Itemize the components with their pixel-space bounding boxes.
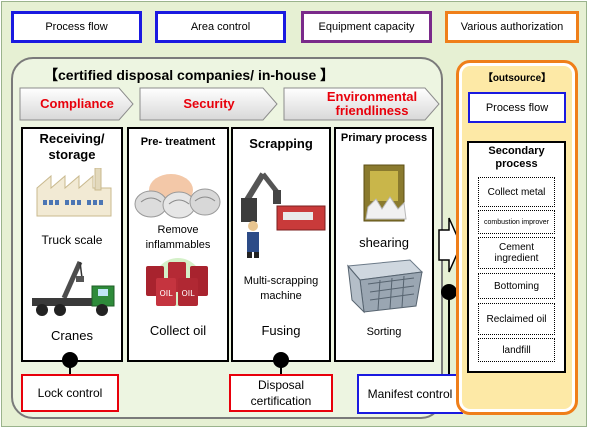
category-compliance-label: Compliance [40,96,114,111]
item-sorting: Sorting [366,326,402,338]
svg-text:OIL: OIL [181,289,195,298]
item-collect-oil: Collect oil [149,323,207,338]
disposal-certification-box: Disposal certification [229,374,333,412]
column-title: Scrapping [249,136,313,151]
column-receiving-storage [21,127,123,362]
category-arrow-security: Security [139,87,279,121]
secondary-item-label: Reclaimed oil [486,313,547,325]
outsource-process-flow-label: Process flow [485,101,549,114]
column-title: Primary process [340,132,428,144]
arrow-shape [19,87,134,121]
category-arrow-compliance: Compliance [19,87,135,121]
category-arrow-environmental: Environmental friendliness [283,87,441,121]
connector-dot [273,352,289,368]
lock-control-label: Lock control [37,386,103,400]
outsource-process-flow-box: Process flow [468,92,566,123]
inhouse-title: 【certified disposal companies/ in-house … [44,67,335,83]
item-truck-scale: Truck scale [41,233,103,247]
item-remove-inflammables: Remove inflammables [145,224,211,251]
flow-arrow-icon [438,217,462,273]
connector-line [448,295,450,376]
sorting-bin-icon [346,259,424,314]
secondary-item-label: Bottoming [493,280,540,292]
shearing-machine-icon [363,164,407,222]
svg-text:OIL: OIL [159,289,173,298]
secondary-item-label: landfill [502,344,531,356]
secondary-item-cement-ingredient: Cement ingredient [478,237,555,269]
oil-drums-icon: OIL OIL [146,258,208,306]
category-environmental-label: Environmental friendliness [326,89,418,118]
legend-various-authorization-label: Various authorization [460,21,564,33]
disposal-certification-label: Disposal certification [250,378,312,408]
legend-process-flow-label: Process flow [45,21,108,33]
connector-dot [62,352,78,368]
item-cranes: Cranes [51,328,93,343]
secondary-process-title: Secondary process [488,145,545,170]
legend-various-authorization: Various authorization [445,11,579,43]
arrow-shape [139,87,278,121]
secondary-item-combustion-improver: combustion improver [478,210,555,234]
column-title: Pre- treatment [140,136,216,148]
secondary-item-label: Cement ingredient [494,242,539,264]
item-fusing: Fusing [261,323,301,338]
column-title: Receiving/ storage [39,131,105,162]
manifest-control-box: Manifest control [357,374,463,414]
crane-truck-icon [32,260,115,316]
arrow-shape [283,87,440,121]
secondary-item-bottoming: Bottoming [478,273,555,299]
legend-process-flow: Process flow [11,11,142,43]
secondary-item-label: Collect metal [487,186,546,198]
column-pre-treatment [127,127,229,362]
secondary-item-label: combustion improver [484,218,549,226]
secondary-item-landfill: landfill [478,338,555,362]
secondary-item-collect-metal: Collect metal [478,177,555,207]
legend-area-control: Area control [155,11,286,43]
lock-control-box: Lock control [21,374,119,412]
legend-equipment-capacity: Equipment capacity [301,11,432,43]
category-security-label: Security [183,96,235,111]
scrapping-machine-icon [241,172,326,258]
factory-icon [36,168,112,217]
manifest-control-label: Manifest control [367,387,453,401]
connector-dot [441,284,457,300]
item-shearing: shearing [359,235,409,250]
debris-pile-icon [134,174,221,219]
secondary-item-reclaimed-oil: Reclaimed oil [478,303,555,335]
outsource-title: 【outsource】 [482,73,552,84]
item-multi-scrapping-machine: Multi-scrapping machine [243,275,319,302]
legend-area-control-label: Area control [190,21,251,33]
legend-equipment-capacity-label: Equipment capacity [318,21,415,33]
